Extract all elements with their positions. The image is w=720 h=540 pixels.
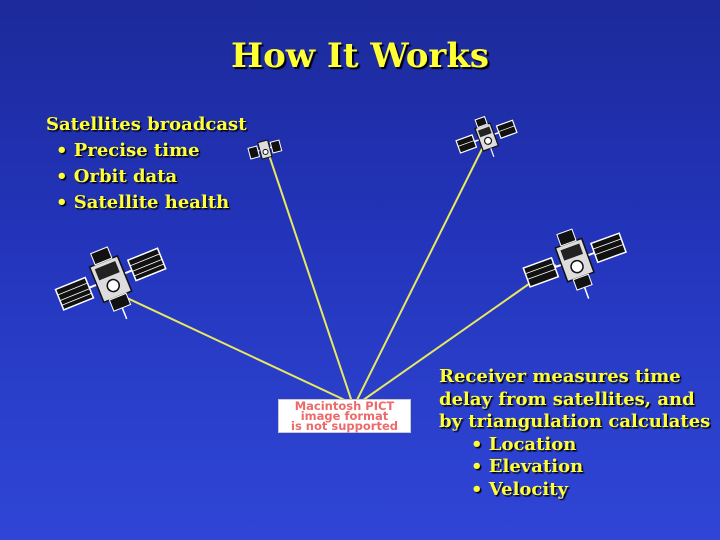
receiver-description: Receiver measures time delay from satell… (439, 366, 710, 501)
bullet-item: • Satellite health (56, 192, 230, 213)
satellite-icon (455, 115, 518, 157)
satellite-icon (247, 139, 283, 160)
broadcast-list: Satellites broadcast • Precise time • Or… (46, 112, 247, 216)
bullet-item: • Elevation (471, 456, 584, 477)
satellite-icon (522, 228, 627, 299)
bullet-item: • Orbit data (56, 166, 178, 187)
placeholder-line: Macintosh PICT (294, 399, 395, 413)
receiver-line: delay from satellites, and (439, 388, 695, 410)
signal-line-3 (355, 144, 485, 403)
signal-line-2 (267, 151, 353, 403)
slide-title: How It Works (230, 36, 490, 76)
receiver-line: by triangulation calculates (439, 411, 711, 432)
satellite-icon (54, 246, 167, 320)
bullet-item: • Precise time (56, 140, 200, 161)
receiver-line: Receiver measures time (439, 366, 681, 387)
placeholder-line: is not supported (291, 419, 398, 433)
signal-line-4 (358, 264, 557, 404)
bullet-item: • Location (471, 433, 577, 455)
signal-line-1 (109, 289, 350, 403)
broadcast-heading: Satellites broadcast (46, 114, 247, 135)
receiver-image-placeholder: Macintosh PICT image format is not suppo… (278, 399, 411, 433)
placeholder-line: image format (300, 409, 389, 423)
bullet-item: • Velocity (471, 478, 568, 500)
